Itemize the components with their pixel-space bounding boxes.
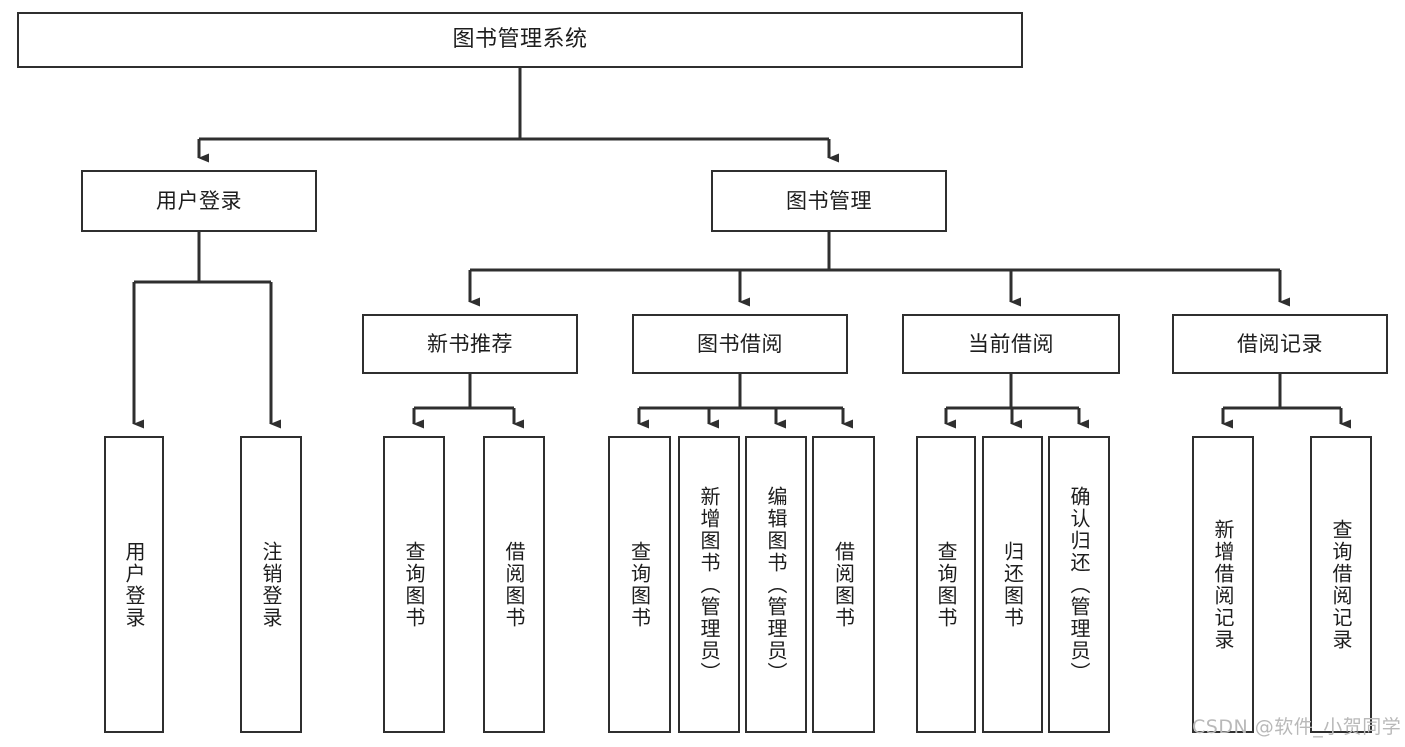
node-current-borrow-label: 当前借阅 bbox=[968, 331, 1054, 356]
node-leaf-borrow-book-1-label: 借阅图书 bbox=[502, 540, 526, 629]
node-leaf-query-book-3[interactable]: 查询图书 bbox=[916, 436, 976, 733]
node-new-book-recommend[interactable]: 新书推荐 bbox=[362, 314, 578, 374]
node-leaf-logout[interactable]: 注销登录 bbox=[240, 436, 302, 733]
node-leaf-borrow-book-1[interactable]: 借阅图书 bbox=[483, 436, 545, 733]
node-borrow-record[interactable]: 借阅记录 bbox=[1172, 314, 1388, 374]
node-user-login[interactable]: 用户登录 bbox=[81, 170, 317, 232]
node-leaf-borrow-book-2[interactable]: 借阅图书 bbox=[812, 436, 875, 733]
node-leaf-query-record-label: 查询借阅记录 bbox=[1329, 518, 1353, 651]
node-leaf-return-book-label: 归还图书 bbox=[1000, 540, 1025, 629]
node-book-borrow[interactable]: 图书借阅 bbox=[632, 314, 848, 374]
node-borrow-record-label: 借阅记录 bbox=[1237, 331, 1323, 356]
node-leaf-add-record-label: 新增借阅记录 bbox=[1211, 518, 1235, 651]
watermark: CSDN @软件_小贺同学 bbox=[1192, 716, 1402, 738]
node-leaf-query-record[interactable]: 查询借阅记录 bbox=[1310, 436, 1372, 733]
node-leaf-query-book-1-label: 查询图书 bbox=[402, 540, 426, 629]
node-leaf-edit-book[interactable]: 编辑图书（管理员） bbox=[745, 436, 807, 733]
node-leaf-borrow-book-2-label: 借阅图书 bbox=[831, 540, 856, 629]
node-book-manage[interactable]: 图书管理 bbox=[711, 170, 947, 232]
node-leaf-user-login[interactable]: 用户登录 bbox=[104, 436, 164, 733]
node-root-label: 图书管理系统 bbox=[452, 27, 588, 53]
node-user-login-label: 用户登录 bbox=[156, 188, 242, 213]
node-current-borrow[interactable]: 当前借阅 bbox=[902, 314, 1120, 374]
node-leaf-return-book[interactable]: 归还图书 bbox=[982, 436, 1043, 733]
node-leaf-confirm-return-label: 确认归还（管理员） bbox=[1067, 485, 1091, 684]
node-leaf-query-book-1[interactable]: 查询图书 bbox=[383, 436, 445, 733]
node-leaf-add-record[interactable]: 新增借阅记录 bbox=[1192, 436, 1254, 733]
node-leaf-query-book-2[interactable]: 查询图书 bbox=[608, 436, 671, 733]
node-book-borrow-label: 图书借阅 bbox=[697, 331, 783, 356]
node-leaf-add-book[interactable]: 新增图书（管理员） bbox=[678, 436, 740, 733]
node-new-book-recommend-label: 新书推荐 bbox=[427, 331, 513, 356]
node-leaf-query-book-2-label: 查询图书 bbox=[627, 540, 652, 629]
node-leaf-user-login-label: 用户登录 bbox=[122, 540, 146, 629]
node-book-manage-label: 图书管理 bbox=[786, 188, 872, 213]
node-root[interactable]: 图书管理系统 bbox=[17, 12, 1023, 68]
node-leaf-add-book-label: 新增图书（管理员） bbox=[697, 485, 721, 684]
node-leaf-edit-book-label: 编辑图书（管理员） bbox=[764, 485, 788, 684]
node-leaf-confirm-return[interactable]: 确认归还（管理员） bbox=[1048, 436, 1110, 733]
node-leaf-logout-label: 注销登录 bbox=[259, 540, 283, 629]
node-leaf-query-book-3-label: 查询图书 bbox=[934, 540, 958, 629]
